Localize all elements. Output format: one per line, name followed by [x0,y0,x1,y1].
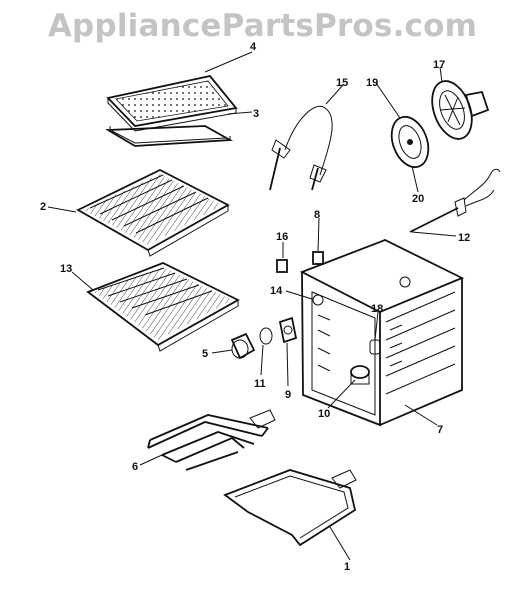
bake-element [223,469,357,547]
callout-18: 18 [371,303,383,315]
oven-rack-upper [76,168,230,257]
callout-4: 4 [250,41,257,53]
callout-9: 9 [285,389,291,401]
fan-hub-10 [350,365,370,379]
callout-7: 7 [437,424,443,436]
convection-fan-blade [390,115,430,169]
callout-19: 19 [366,77,378,89]
site-watermark: AppliancePartsPros.com [47,8,478,44]
broiler-grid [106,75,238,132]
callout-10: 10 [318,408,330,420]
callout-17: 17 [433,59,445,71]
callout-3: 3 [253,108,259,120]
clip-16 [276,259,288,273]
convection-fan-motor [431,80,490,140]
gasket-14 [312,294,324,306]
callout-2: 2 [40,201,46,213]
callout-8: 8 [314,209,320,221]
callout-20: 20 [412,193,424,205]
broil-element [147,409,276,471]
callout-1: 1 [344,561,350,573]
callout-16: 16 [276,231,288,243]
callout-5: 5 [202,348,208,360]
temperature-sensor [409,168,501,233]
callout-13: 13 [60,263,72,275]
callout-14: 14 [270,285,283,297]
meat-probe [269,105,333,191]
callout-11: 11 [254,378,266,390]
leader-lines [47,51,457,561]
callout-6: 6 [132,461,138,473]
oven-rack-lower [86,262,240,352]
broiler-pan [104,125,234,147]
callout-15: 15 [336,77,348,89]
oven-cavity [299,239,465,427]
callout-12: 12 [458,232,470,244]
oven-light-assembly [230,316,298,360]
clip-8 [312,251,324,265]
